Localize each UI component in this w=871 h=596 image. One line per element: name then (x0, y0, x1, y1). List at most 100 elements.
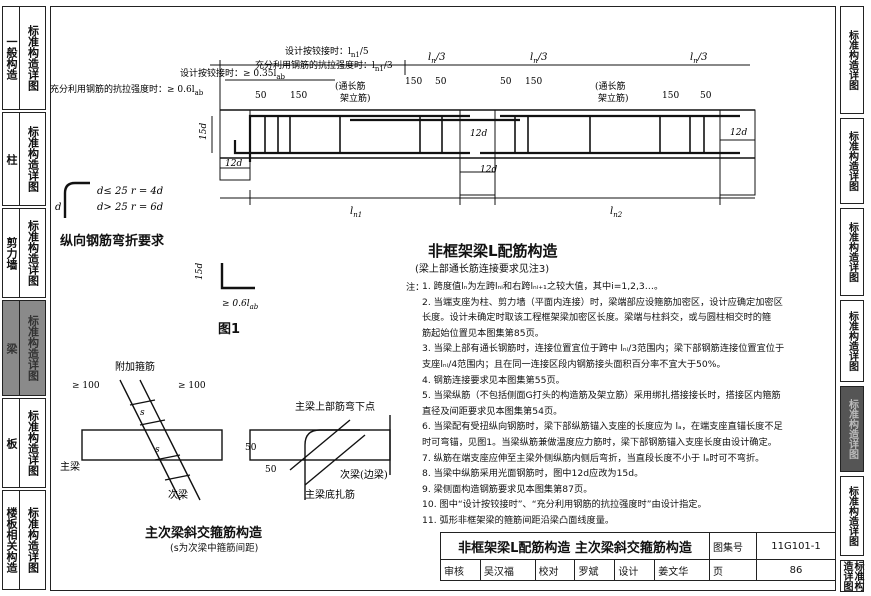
left-tab-section: 楼板相关构造 (5, 507, 18, 573)
left-tab-section: 一般构造 (5, 36, 18, 80)
through-bar-label-2: (通长筋 (595, 80, 626, 92)
oblique-subtitle: (s为次梁中箍筋间距) (170, 543, 259, 554)
reviewer-name: 吴汉福 (479, 559, 536, 581)
dim-50-d: 50 (700, 91, 712, 101)
ln3-a: ln/3 (428, 52, 445, 65)
left-tab-section: 剪力墙 (5, 236, 18, 270)
dim-50-f: 50 (265, 465, 277, 475)
fig1-15d: 15d (195, 263, 205, 280)
dim-50-c: 50 (500, 77, 512, 87)
title-block: 非框架梁L配筋构造 主次梁斜交箍筋构造 图集号 11G101-1 审核 吴汉福 … (440, 532, 836, 581)
note-line: 9. 梁侧面构造钢筋要求见本图集第87页。 (422, 483, 593, 495)
fig1-sketch: 15d ≥ 0.6lab (195, 263, 259, 311)
note-line: 1. 跨度值lₙ为左跨lₙᵢ和右跨lₙᵢ₊₁之较大值，其中i=1,2,3…。 (422, 281, 664, 292)
design-hinge-top: 设计按铰接时：ln1/5 (285, 45, 369, 59)
ln2-label: ln2 (610, 206, 623, 219)
atlas-number: 11G101-1 (756, 532, 836, 560)
left-tab-4[interactable]: 板标准构造详图 (2, 398, 46, 488)
erect-bar-label-2: 架立筋) (598, 92, 629, 104)
page-number: 86 (756, 559, 836, 581)
right-tab-2[interactable]: 标准构造详图 (840, 208, 864, 296)
right-tab-0[interactable]: 标准构造详图 (840, 6, 864, 114)
right-tab-1[interactable]: 标准构造详图 (840, 118, 864, 204)
fig1-label: 图1 (218, 322, 241, 337)
left-tab-section: 梁 (5, 342, 18, 354)
left-tab-section: 柱 (5, 153, 18, 165)
page-label: 页 (709, 559, 757, 581)
checker-name: 罗斌 (574, 559, 616, 581)
note-line: 长度。设计未确定时取该工程框架梁加密区长度。梁端与柱斜交，或与圆柱相交时的箍 (422, 312, 772, 324)
notes-head: 注： (406, 282, 425, 293)
drawing-frame (50, 6, 836, 591)
left-tab-0[interactable]: 一般构造标准构造详图 (2, 6, 46, 110)
through-bar-label-1: (通长筋 (335, 80, 366, 92)
dim-12d-left: 12d (225, 159, 242, 169)
bend-rule-2: d> 25 r = 6d (97, 202, 163, 213)
s-label-1: s (140, 408, 145, 418)
right-tab-4[interactable]: 标准构造详图 (840, 386, 864, 472)
left-tab-label: 标准构造详图 (19, 113, 45, 205)
title-block-title: 非框架梁L配筋构造 主次梁斜交箍筋构造 (440, 532, 710, 560)
left-tab-section: 板 (5, 437, 18, 449)
sub-beam-label-left: 次梁 (168, 488, 188, 501)
note-line: 时可弯锚，见图1。当梁纵筋兼做温度应力筋时，梁下部钢筋锚入支座长度由设计确定。 (422, 436, 777, 448)
dim-12d-right: 12d (730, 128, 747, 138)
dim-50-e: 50 (245, 443, 257, 453)
dim-100-a: ≥ 100 (72, 381, 100, 391)
left-tab-1[interactable]: 柱标准构造详图 (2, 112, 46, 206)
dim-50-b: 50 (435, 77, 447, 87)
top-bent-label: 主梁上部筋弯下点 (295, 400, 375, 413)
main-subtitle: (梁上部通长筋连接要求见注3) (415, 264, 550, 275)
dim-12d-mid: 12d (470, 129, 487, 139)
note-line: 3. 当梁上部有通长钢筋时，连接位置宜位于跨中 lₙᵢ/3范围内；梁下部钢筋连接… (422, 343, 785, 355)
note-line: 8. 当梁中纵筋采用光面钢筋时，图中12d应改为15d。 (422, 468, 644, 480)
left-tab-2[interactable]: 剪力墙标准构造详图 (2, 208, 46, 298)
right-tab-6[interactable]: 标准构造详图 (840, 560, 864, 592)
edge-beam-label: 次梁(边梁) (340, 468, 388, 481)
dim-15d: 15d (199, 123, 209, 140)
bend-rule-1: d≤ 25 r = 4d (97, 186, 163, 197)
review-label: 审核 (440, 559, 481, 581)
note-line: 直径及间距要求见本图集第54页。 (422, 405, 563, 417)
left-tab-label: 标准构造详图 (19, 301, 45, 395)
s-label-2: s (155, 445, 160, 455)
ln1-label: ln1 (350, 206, 362, 219)
full-strength-top: 充分利用钢筋的抗拉强度时：ln1/3 (255, 59, 393, 73)
dim-150-c: 150 (525, 77, 542, 87)
left-tab-label: 标准构造详图 (19, 399, 45, 487)
designer-name: 姜文华 (654, 559, 710, 581)
beam-drawing: 设计按铰接时：≥ 0.35lab 充分利用钢筋的抗拉强度时：≥ 0.6lab 设… (50, 45, 756, 219)
ln3-b: ln/3 (530, 52, 547, 65)
right-tab-3[interactable]: 标准构造详图 (840, 300, 864, 382)
add-stirrup-label: 附加箍筋 (115, 360, 155, 373)
note-line: 支座lₙᵢ/4范围内；且在同一连接区段内钢筋接头面积百分率不宜大于50%。 (422, 358, 726, 370)
design-hinge-left: 设计按铰接时：≥ 0.35lab (180, 67, 286, 81)
note-line: 7. 纵筋在端支座应伸至主梁外侧纵筋内侧后弯折，当直段长度不小于 lₐ时可不弯折… (422, 452, 765, 464)
oblique-title: 主次梁斜交箍筋构造 (145, 526, 263, 541)
full-strength-left: 充分利用钢筋的抗拉强度时：≥ 0.6lab (50, 83, 204, 97)
notes-list: 1. 跨度值lₙ为左跨lₙᵢ和右跨lₙᵢ₊₁之较大值，其中i=1,2,3…。2.… (422, 279, 854, 529)
note-line: 6. 当梁配有受扭纵向钢筋时，梁下部纵筋锚入支座的长度应为 lₐ，在端支座直锚长… (422, 421, 783, 433)
check-label: 校对 (534, 559, 576, 581)
left-tab-3[interactable]: 梁标准构造详图 (2, 300, 46, 396)
design-label: 设计 (614, 559, 656, 581)
note-line: 筋起始位置见本图集第85页。 (422, 327, 544, 339)
left-tab-5[interactable]: 楼板相关构造标准构造详图 (2, 490, 46, 590)
dim-150-d: 150 (662, 91, 679, 101)
oblique-drawing: 附加箍筋 ≥ 100 ≥ 100 主梁 次梁 s s 主梁上部筋弯下点 次梁(边… (60, 360, 391, 501)
atlas-label: 图集号 (709, 532, 757, 560)
bend-title: 纵向钢筋弯折要求 (60, 234, 165, 249)
erect-bar-label-1: 架立筋) (340, 92, 371, 104)
dim-50-a: 50 (255, 91, 267, 101)
fig1-06lab: ≥ 0.6lab (222, 299, 259, 311)
note-line: 11. 弧形非框架梁的箍筋间距沿梁凸面线度量。 (422, 514, 615, 526)
dim-150-b: 150 (405, 77, 422, 87)
main-title: 非框架梁L配筋构造 (428, 242, 558, 260)
dim-12d-low: 12d (480, 165, 497, 175)
left-tab-label: 标准构造详图 (19, 7, 45, 109)
ln3-c: ln/3 (690, 52, 707, 65)
note-line: 4. 钢筋连接要求见本图集第55页。 (422, 374, 565, 386)
right-tab-5[interactable]: 标准构造详图 (840, 476, 864, 556)
left-tab-label: 标准构造详图 (19, 209, 45, 297)
main-beam-label-left: 主梁 (60, 460, 80, 473)
